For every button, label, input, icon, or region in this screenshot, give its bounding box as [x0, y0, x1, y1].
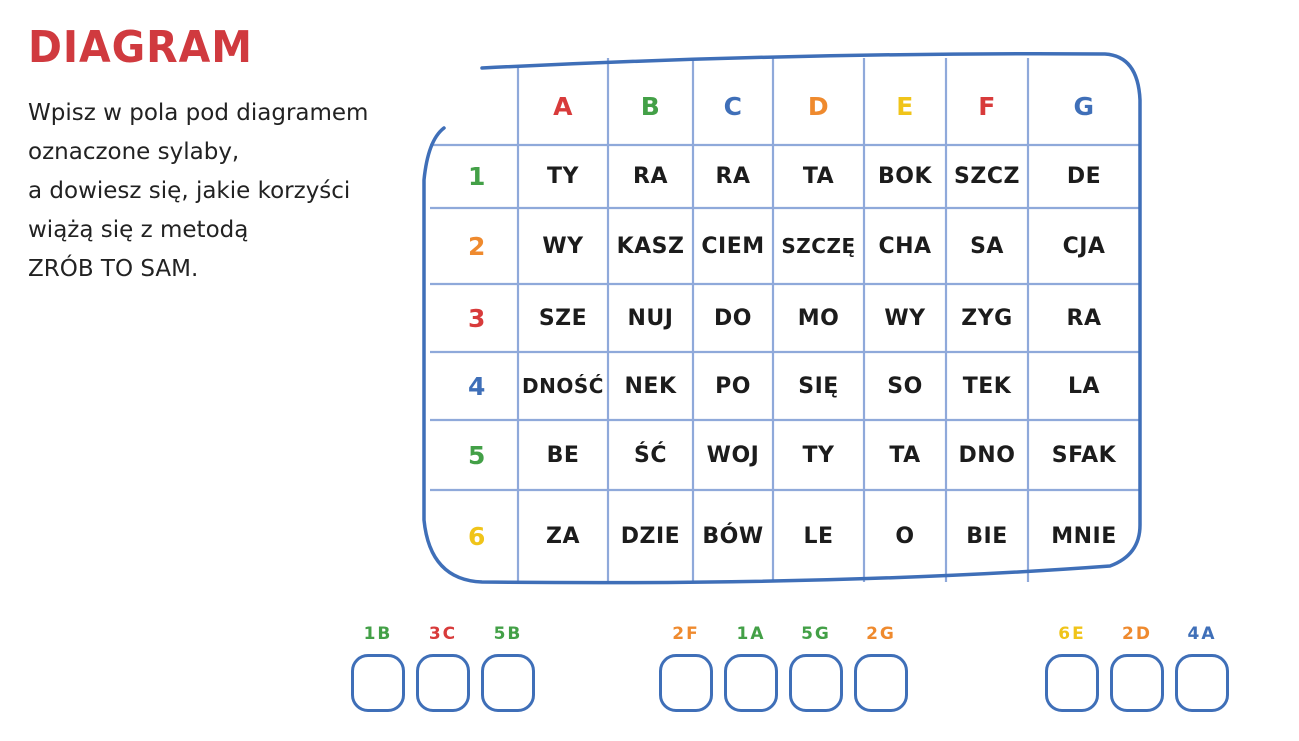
- answer-slot: 5B: [478, 622, 538, 712]
- answer-slot: 6E: [1042, 622, 1102, 712]
- grid-cell: DZIE: [620, 523, 681, 549]
- row-header-6: 6: [468, 521, 486, 551]
- answer-slot-label: 1A: [736, 624, 766, 644]
- grid-cell: SFAK: [1051, 442, 1117, 468]
- grid-cell: ZYG: [961, 305, 1013, 331]
- answer-slot-label: 6E: [1058, 624, 1086, 644]
- column-header-f: F: [978, 92, 996, 121]
- answer-slot: 2F: [656, 622, 716, 712]
- grid-cell: SZCZ: [954, 164, 1020, 189]
- grid-cell: SZCZĘ: [781, 234, 856, 258]
- answer-slot-label: 4A: [1187, 624, 1217, 644]
- row-header-1: 1: [468, 162, 486, 191]
- answer-slot: 2G: [851, 622, 911, 712]
- row-header-3: 3: [468, 303, 486, 333]
- answer-slot: 4A: [1172, 622, 1232, 712]
- answer-group-3: 6E 2D 4A: [1042, 622, 1232, 712]
- grid-cell: SA: [970, 233, 1004, 259]
- instruction-line: a dowiesz się, jakie korzyści: [28, 178, 351, 204]
- answer-input-box[interactable]: [724, 654, 778, 712]
- instruction-line: ZRÓB TO SAM.: [28, 256, 199, 282]
- answer-slot: 3C: [413, 622, 473, 712]
- grid-cell: TA: [802, 164, 835, 189]
- grid-cell: SO: [887, 373, 923, 399]
- answer-group-2: 2F 1A 5G 2G: [656, 622, 911, 712]
- answer-slot-label: 5B: [493, 624, 523, 644]
- answer-group-1: 1B 3C 5B: [348, 622, 538, 712]
- column-header-b: B: [640, 92, 661, 121]
- answer-input-box[interactable]: [351, 654, 405, 712]
- grid-cell: CJA: [1062, 233, 1106, 259]
- grid-cell: DE: [1066, 164, 1102, 189]
- grid-cell: WY: [542, 233, 584, 259]
- grid-cell: ZA: [546, 523, 580, 549]
- answer-input-box[interactable]: [659, 654, 713, 712]
- answer-slot-label: 5G: [801, 624, 831, 644]
- grid-cell: NUJ: [627, 305, 674, 331]
- answer-slot-label: 3C: [428, 624, 458, 644]
- grid-cell: DNO: [958, 442, 1016, 468]
- grid-cell: WOJ: [706, 442, 760, 468]
- grid-cell: MNIE: [1051, 523, 1117, 549]
- grid-cell: TY: [802, 442, 835, 468]
- answer-input-box[interactable]: [789, 654, 843, 712]
- grid-cell: RA: [633, 164, 668, 189]
- instruction-line: Wpisz w pola pod diagramem: [28, 100, 369, 126]
- answer-input-box[interactable]: [1110, 654, 1164, 712]
- grid-cell: LE: [803, 523, 834, 549]
- answer-input-box[interactable]: [416, 654, 470, 712]
- answer-slot-label: 2D: [1122, 624, 1152, 644]
- column-header-a: A: [553, 92, 573, 121]
- grid-cell: NEK: [624, 373, 677, 399]
- grid-cell: SIĘ: [798, 373, 839, 399]
- grid-cell: BE: [546, 442, 580, 468]
- answer-slot-label: 1B: [363, 624, 393, 644]
- grid-cell: TEK: [962, 373, 1012, 399]
- row-header-5: 5: [468, 440, 486, 470]
- column-header-e: E: [896, 92, 914, 121]
- grid-cell: PO: [715, 373, 751, 399]
- grid-cell: KASZ: [616, 233, 685, 259]
- grid-cell: MO: [797, 305, 840, 331]
- grid-cell: ŚĆ: [634, 442, 667, 468]
- answer-input-box[interactable]: [1045, 654, 1099, 712]
- answer-input-box[interactable]: [854, 654, 908, 712]
- grid-cell: RA: [715, 164, 751, 189]
- grid-cell: DO: [714, 305, 752, 331]
- instruction-line: wiążą się z metodą: [28, 217, 249, 243]
- grid-cell: CIEM: [701, 233, 765, 259]
- answer-slot: 2D: [1107, 622, 1167, 712]
- grid-cell: BÓW: [702, 523, 764, 549]
- answer-slot-label: 2G: [866, 624, 896, 644]
- instructions: Wpisz w pola pod diagramem oznaczone syl…: [28, 94, 408, 289]
- grid-cell: CHA: [878, 233, 932, 259]
- answer-slot-label: 2F: [672, 624, 700, 644]
- grid-cell: DNOŚĆ: [522, 374, 604, 398]
- grid-cell: RA: [1066, 305, 1102, 331]
- grid-cell: BIE: [966, 523, 1008, 549]
- grid-cell: WY: [884, 305, 926, 331]
- answer-input-box[interactable]: [1175, 654, 1229, 712]
- answer-input-box[interactable]: [481, 654, 535, 712]
- grid-cell: SZE: [538, 305, 588, 331]
- grid-cell: BOK: [877, 164, 933, 189]
- grid-cell: TY: [547, 164, 579, 189]
- row-header-2: 2: [468, 231, 486, 261]
- grid-cell: O: [895, 523, 915, 549]
- page-title: DIAGRAM: [28, 22, 253, 73]
- column-header-g: G: [1073, 92, 1095, 121]
- instruction-line: oznaczone sylaby,: [28, 139, 240, 165]
- row-header-4: 4: [468, 371, 486, 401]
- grid-cell: TA: [889, 442, 921, 468]
- answer-slot: 1A: [721, 622, 781, 712]
- answer-slot: 1B: [348, 622, 408, 712]
- grid-cell: LA: [1067, 373, 1101, 399]
- column-header-d: D: [807, 92, 830, 121]
- answer-slot: 5G: [786, 622, 846, 712]
- column-header-c: C: [723, 92, 743, 121]
